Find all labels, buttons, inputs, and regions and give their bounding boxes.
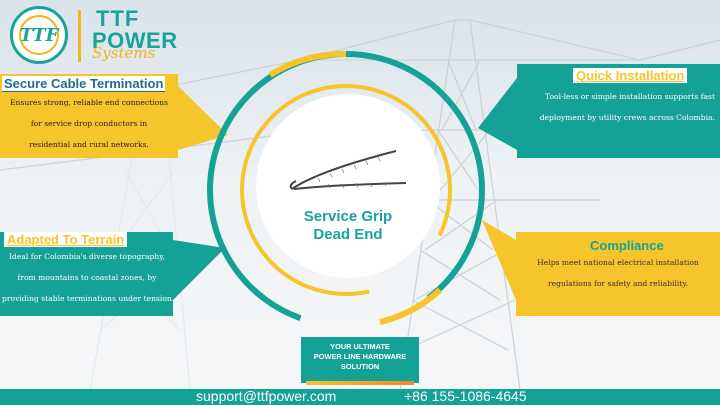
brand-logo: TTF TTF POWER Systems [8,4,178,66]
middle-yellow-ring [240,84,452,296]
service-grip-product-image [289,150,407,190]
tagline-accent-bar [306,381,414,385]
connector-bottom-left [173,240,225,300]
feature-line: Ideal for Colombia's diverse topography, [9,252,165,261]
feature-description: Ideal for Colombia's diverse topography,… [2,246,175,309]
feature-title: Secure Cable Termination [2,76,166,92]
connector-top-right [478,78,517,150]
feature-line: deployment by utility crews across Colom… [539,113,715,122]
product-title: Service Grip Dead End [268,208,428,244]
product-title-line1: Service Grip [303,208,393,225]
feature-line: Ensures strong, reliable end connections [10,98,168,107]
grip-loop [289,180,297,190]
logo-badge-initials: TTF [19,15,59,55]
feature-line: regulations for safety and reliability. [547,279,689,288]
feature-line: from mountains to coastal zones, by [17,273,157,282]
feature-line: Helps meet national electrical installat… [537,258,699,267]
logo-divider [78,10,81,62]
logo-badge: TTF [10,6,68,64]
contact-footer: support@ttfpower.com +86 155-1086-4645 [0,388,720,405]
feature-card-compliance: Compliance Helps meet national electrica… [516,232,720,316]
connector-top-left [178,86,228,150]
feature-description: Helps meet national electrical installat… [520,252,716,294]
feature-title: Quick Installation [573,68,688,83]
feature-line: providing stable terminations under tens… [2,294,175,303]
connector-bottom-right [482,220,516,300]
grip-lower-leg [293,182,407,190]
feature-description: Ensures strong, reliable end connections… [8,92,170,155]
logo-name-power: POWER [92,28,178,53]
feature-card-secure-cable-termination: Secure Cable Termination Ensures strong,… [0,74,178,158]
logo-name-ttf: TTF [96,6,140,31]
tagline-box: YOUR ULTIMATE POWER LINE HARDWARE SOLUTI… [301,337,419,383]
grip-upper-leg [291,150,397,190]
feature-line: Tool-less or simple installation support… [545,92,715,101]
feature-description: Tool-less or simple installation support… [523,86,715,128]
feature-title: Compliance [590,238,664,253]
tagline-line2: POWER LINE HARDWARE [313,352,407,361]
tagline-line1: YOUR ULTIMATE [330,342,390,351]
feature-card-adapted-to-terrain: Adapted To Terrain Ideal for Colombia's … [0,232,175,316]
outer-yellow-arc-bottom [379,287,443,325]
footer-phone[interactable]: +86 155-1086-4645 [404,388,527,404]
feature-line: residential and rural networks. [29,140,149,149]
logo-name-systems: Systems [92,44,156,62]
feature-card-quick-installation: Quick Installation Tool-less or simple i… [517,64,720,158]
product-title-line2: Dead End [313,226,383,243]
tagline-line3: SOLUTION [340,362,380,371]
feature-line: for service drop conductors in [30,119,148,128]
feature-title: Adapted To Terrain [4,232,128,247]
footer-email[interactable]: support@ttfpower.com [196,388,337,404]
outer-yellow-arc-top [268,50,347,78]
